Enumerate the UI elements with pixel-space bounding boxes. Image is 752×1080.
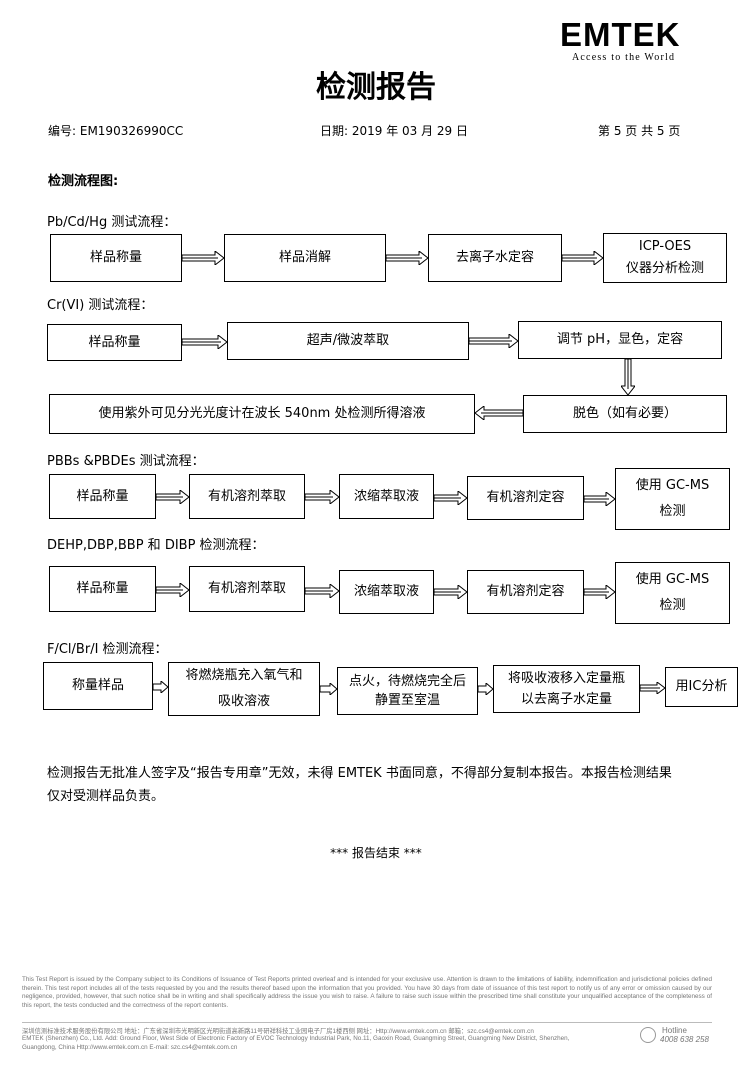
report-number: 编号: EM190326990CC	[48, 124, 184, 138]
footer-contact: Guangdong, China Http://www.emtek.com.cn…	[22, 1044, 238, 1051]
arrow-right-icon	[478, 683, 493, 695]
arrow-right-icon	[305, 584, 339, 598]
f-step-ic: 用IC分析	[665, 667, 738, 707]
f-step-weigh: 称量样品	[43, 662, 153, 710]
f-step-oxygen: 将燃烧瓶充入氧气和吸收溶液	[168, 662, 320, 716]
footer-address-en: EMTEK (Shenzhen) Co., Ltd. Add: Ground F…	[22, 1035, 570, 1042]
pbb-flow-label: PBBs &PBDEs 测试流程：	[47, 454, 205, 469]
cr-step-weigh: 样品称量	[47, 324, 182, 361]
footer-address-cn: 深圳信测标准技术服务股份有限公司 地址：广东省深圳市光明新区光明街道高新路11号…	[22, 1028, 534, 1035]
arrow-right-icon	[153, 681, 168, 693]
report-title: 检测报告	[316, 70, 436, 105]
arrow-right-icon	[562, 251, 603, 265]
f-step-ignite: 点火，待燃烧完全后静置至室温	[337, 667, 478, 715]
pb-step-digest: 样品消解	[224, 234, 386, 282]
page-counter: 第 5 页 共 5 页	[598, 124, 681, 138]
dehp-flow-label: DEHP,DBP,BBP 和 DIBP 检测流程：	[47, 538, 265, 553]
footer-divider	[22, 1022, 712, 1023]
arrow-right-icon	[584, 492, 615, 506]
pbb-step-extract: 有机溶剂萃取	[189, 474, 305, 519]
arrow-down-icon	[621, 359, 635, 395]
arrow-right-icon	[434, 585, 467, 599]
hotline-number: 4008 638 258	[660, 1035, 709, 1044]
pb-flow-label: Pb/Cd/Hg 测试流程：	[47, 215, 177, 230]
dehp-step-weigh: 样品称量	[49, 566, 156, 612]
cr-step-uv: 使用紫外可见分光光度计在波长 540nm 处检测所得溶液	[49, 394, 475, 434]
arrow-right-icon	[320, 683, 337, 695]
arrow-right-icon	[584, 585, 615, 599]
arrow-right-icon	[640, 682, 665, 694]
cr-step-extract: 超声/微波萃取	[227, 322, 469, 360]
dehp-step-volume: 有机溶剂定容	[467, 570, 584, 614]
pbb-step-concentrate: 浓缩萃取液	[339, 474, 434, 519]
legal-disclaimer: This Test Report is issued by the Compan…	[22, 976, 712, 1009]
pb-step-weigh: 样品称量	[50, 234, 182, 282]
hotline-label: Hotline	[662, 1026, 687, 1035]
pbb-step-volume: 有机溶剂定容	[467, 476, 584, 520]
cr-step-ph: 调节 pH，显色，定容	[518, 321, 722, 359]
report-end-marker: *** 报告结束 ***	[330, 846, 422, 860]
validity-note: 检测报告无批准人签字及“报告专用章”无效，未得 EMTEK 书面同意，不得部分复…	[47, 766, 672, 804]
arrow-right-icon	[182, 251, 224, 265]
f-step-transfer: 将吸收液移入定量瓶以去离子水定量	[493, 665, 640, 713]
arrow-left-icon	[475, 406, 523, 420]
cr-flow-label: Cr(VI) 测试流程：	[47, 298, 154, 313]
pbb-step-weigh: 样品称量	[49, 474, 156, 519]
arrow-right-icon	[156, 490, 189, 504]
flowchart-heading: 检测流程图:	[48, 174, 119, 189]
f-flow-label: F/Cl/Br/I 检测流程：	[47, 642, 168, 657]
arrow-right-icon	[386, 251, 428, 265]
arrow-right-icon	[434, 491, 467, 505]
pb-step-volume: 去离子水定容	[428, 234, 562, 282]
arrow-right-icon	[182, 335, 227, 349]
cr-step-decolor: 脱色（如有必要）	[523, 395, 727, 433]
logo-tagline: Access to the World	[572, 52, 676, 63]
arrow-right-icon	[156, 583, 189, 597]
report-date: 日期: 2019 年 03 月 29 日	[320, 124, 469, 138]
dehp-step-concentrate: 浓缩萃取液	[339, 570, 434, 614]
arrow-right-icon	[469, 334, 518, 348]
hotline-icon	[640, 1027, 656, 1043]
company-logo: EMTEK	[560, 16, 681, 53]
arrow-right-icon	[305, 490, 339, 504]
dehp-step-extract: 有机溶剂萃取	[189, 566, 305, 612]
